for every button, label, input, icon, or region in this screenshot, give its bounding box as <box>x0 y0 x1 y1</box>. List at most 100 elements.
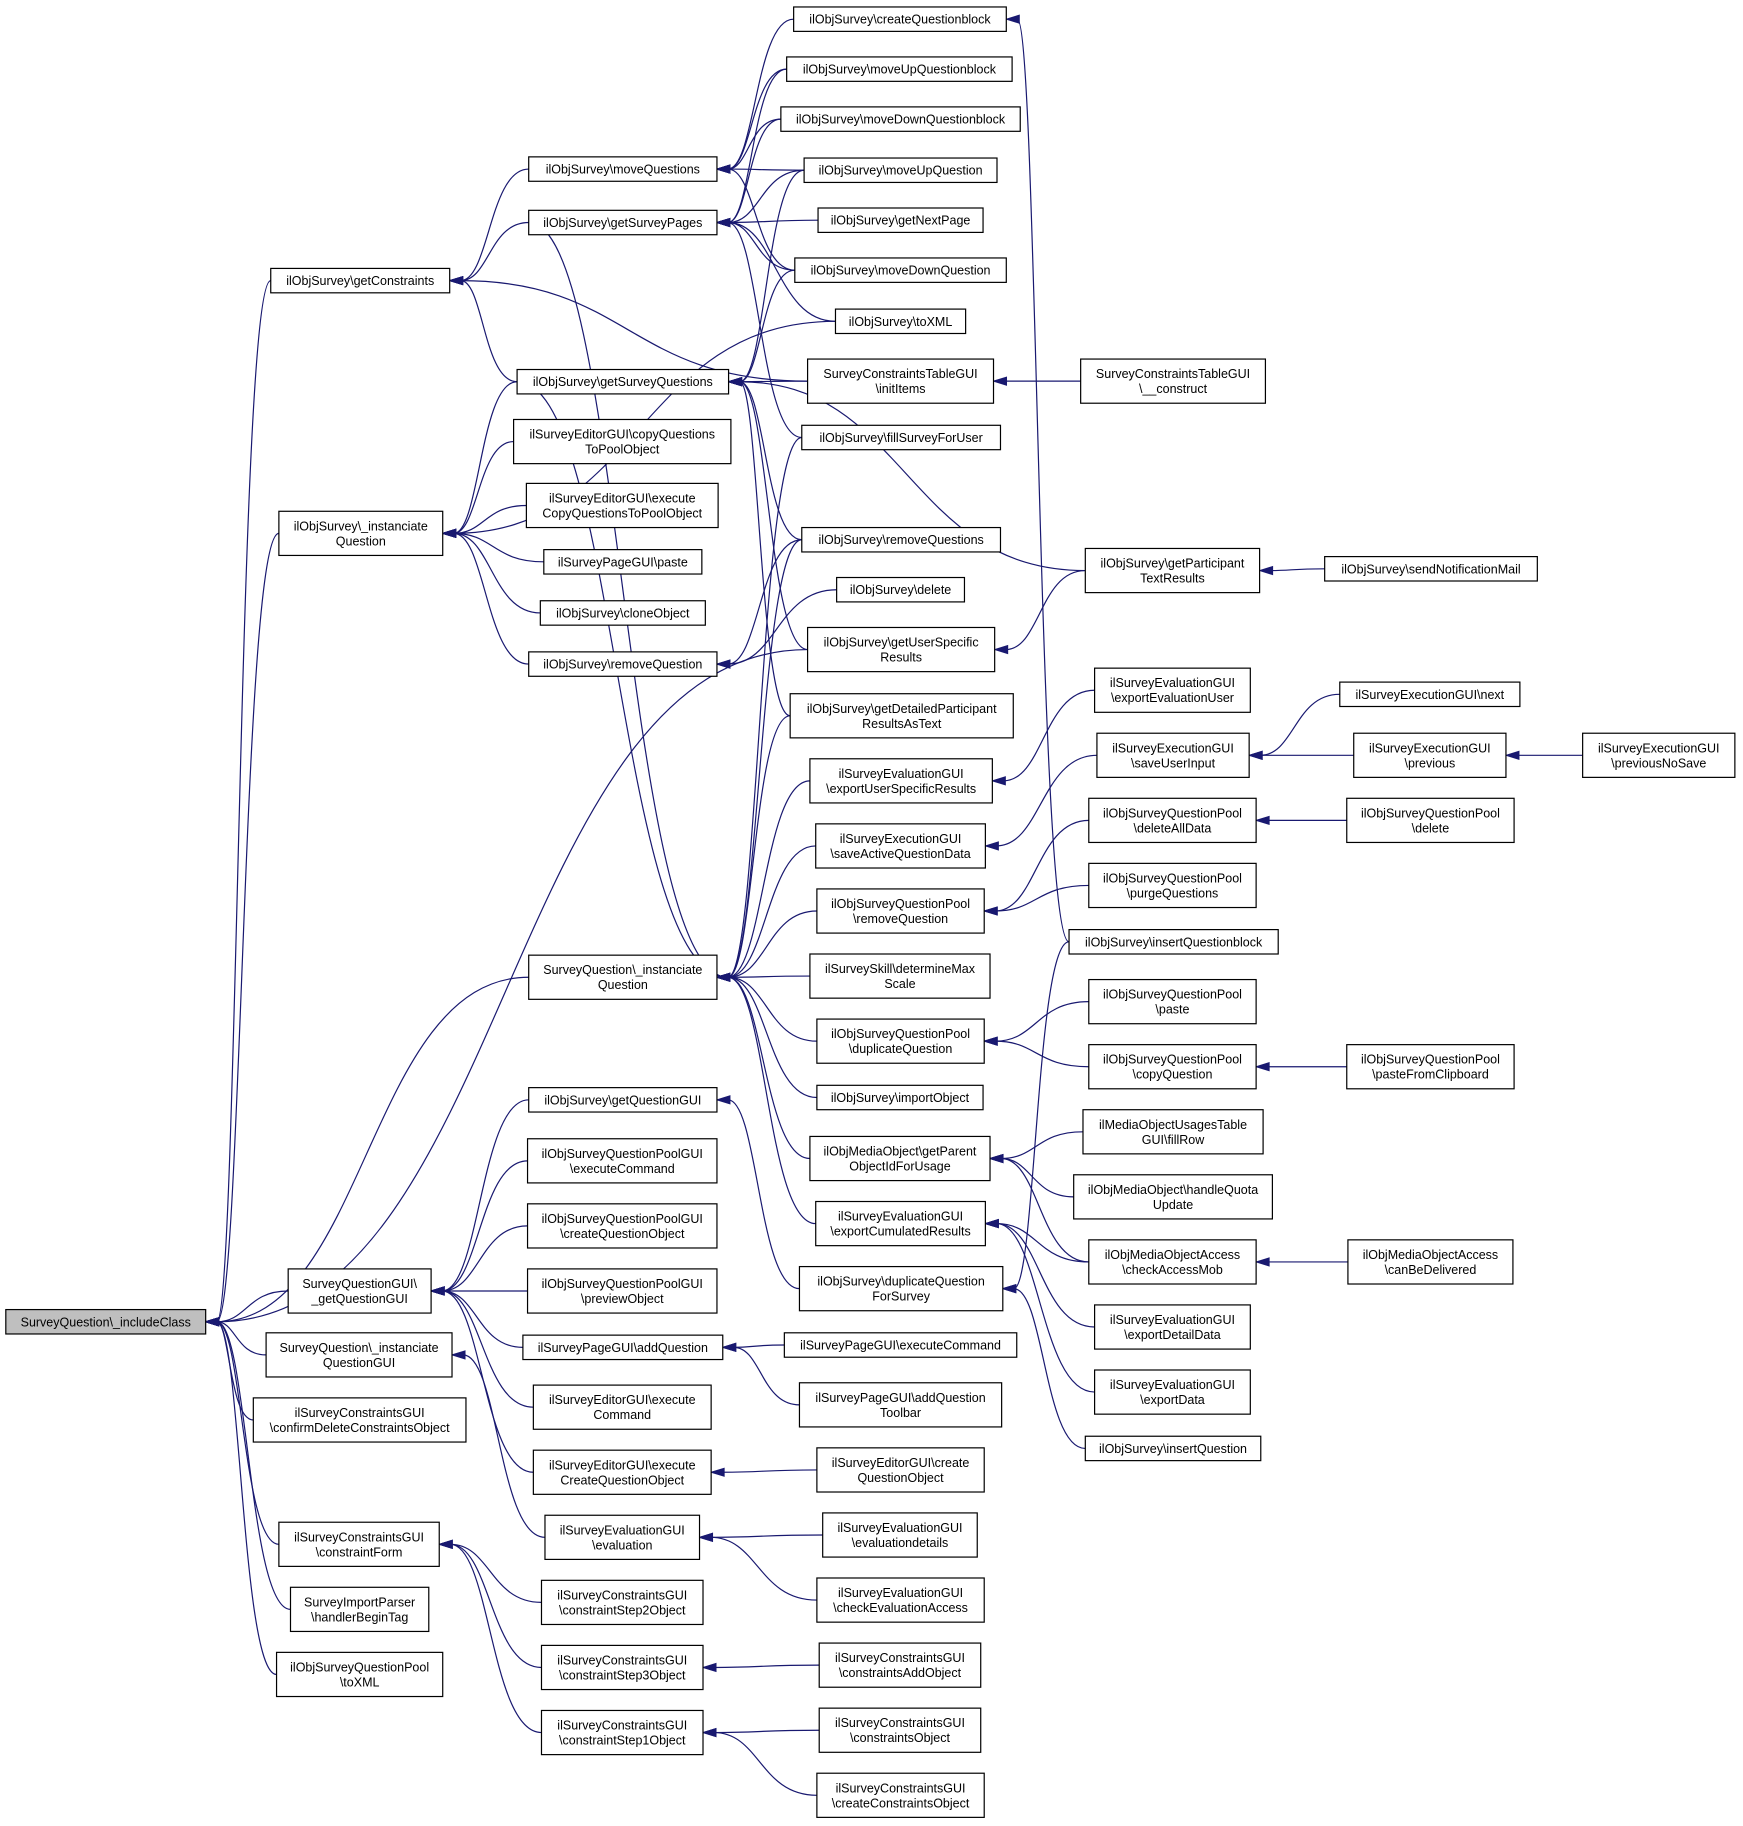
node-mediaAccess[interactable]: ilObjMediaObjectAccess\checkAccessMob <box>1088 1239 1257 1285</box>
node-label: ilObjSurvey\_instanciate <box>294 519 428 533</box>
node-step2[interactable]: ilSurveyConstraintsGUI\constraintStep2Ob… <box>540 1579 704 1626</box>
node-n0[interactable]: SurveyQuestion\_includeClass <box>5 1308 207 1335</box>
node-evalExportUser[interactable]: ilSurveyEvaluationGUI\exportEvaluationUs… <box>1094 667 1251 713</box>
node-execPrev[interactable]: ilSurveyExecutionGUI\previous <box>1353 732 1507 778</box>
node-poolDeleteAll[interactable]: ilObjSurveyQuestionPool\deleteAllData <box>1088 797 1257 844</box>
node-pagePaste[interactable]: ilSurveyPageGUI\paste <box>543 549 703 575</box>
node-osDelete[interactable]: ilObjSurvey\delete <box>836 576 966 603</box>
node-label: ilSurveyEvaluationGUI <box>839 767 964 781</box>
node-insertQuestion[interactable]: ilObjSurvey\insertQuestion <box>1084 1435 1262 1462</box>
edge-getSurveyPages-to-SQinstQ <box>528 221 728 978</box>
node-poolDupQ[interactable]: ilObjSurveyQuestionPool\duplicateQuestio… <box>816 1018 985 1064</box>
node-poolPaste[interactable]: ilObjSurveyQuestionPool\paste <box>1088 978 1257 1025</box>
node-poolGUIpreview[interactable]: ilObjSurveyQuestionPoolGUI\previewObject <box>526 1268 718 1314</box>
node-evalCheckAccess[interactable]: ilSurveyEvaluationGUI\checkEvaluationAcc… <box>816 1577 985 1623</box>
node-box <box>1094 667 1251 713</box>
node-getSurveyQuestions[interactable]: ilObjSurvey\getSurveyQuestions <box>516 368 730 395</box>
node-editorExecCreate[interactable]: ilSurveyEditorGUI\executeCreateQuestionO… <box>532 1449 712 1495</box>
node-constObj[interactable]: ilSurveyConstraintsGUI\constraintsObject <box>818 1707 982 1753</box>
node-evalExportDetail[interactable]: ilSurveyEvaluationGUI\exportDetailData <box>1094 1304 1251 1350</box>
node-importObject[interactable]: ilObjSurvey\importObject <box>816 1084 984 1111</box>
node-poolRemoveQ[interactable]: ilObjSurveyQuestionPool\removeQuestion <box>816 888 985 934</box>
node-getNextPage[interactable]: ilObjSurvey\getNextPage <box>817 207 984 234</box>
node-constraintForm[interactable]: ilSurveyConstraintsGUI\constraintForm <box>278 1521 440 1567</box>
node-moveQuestions[interactable]: ilObjSurvey\moveQuestions <box>528 156 718 182</box>
node-createQB[interactable]: ilObjSurvey\createQuestionblock <box>793 6 1007 32</box>
node-evalExportData[interactable]: ilSurveyEvaluationGUI\exportData <box>1094 1369 1251 1415</box>
edge-editorCreateQ-to-editorExecCreate <box>722 1469 817 1473</box>
node-copyQToPool[interactable]: ilSurveyEditorGUI\copyQuestionsToPoolObj… <box>513 418 732 465</box>
edge-pageAddQ-to-SQGUIget <box>442 1290 523 1348</box>
node-getDetailed[interactable]: ilObjSurvey\getDetailedParticipantResult… <box>789 693 1014 739</box>
node-ctConstruct[interactable]: SurveyConstraintsTableGUI\__construct <box>1080 358 1267 404</box>
node-moveUpQB[interactable]: ilObjSurvey\moveUpQuestionblock <box>786 56 1013 82</box>
node-label: \saveActiveQuestionData <box>830 847 970 861</box>
node-getQuestionGUI[interactable]: ilObjSurvey\getQuestionGUI <box>528 1087 718 1113</box>
node-execPrevNoSave[interactable]: ilSurveyExecutionGUI\previousNoSave <box>1582 732 1736 778</box>
node-poolCopyQ[interactable]: ilObjSurveyQuestionPool\copyQuestion <box>1088 1044 1257 1090</box>
node-sendNotif[interactable]: ilObjSurvey\sendNotificationMail <box>1324 555 1538 582</box>
node-execCopyQ[interactable]: ilSurveyEditorGUI\executeCopyQuestionsTo… <box>525 482 719 529</box>
node-mediaCanDeliver[interactable]: ilObjMediaObjectAccess\canBeDelivered <box>1347 1239 1514 1285</box>
node-importParser[interactable]: SurveyImportParser\handlerBeginTag <box>289 1586 430 1633</box>
edge-copyQToPool-to-instQ <box>453 440 514 534</box>
node-poolPurge[interactable]: ilObjSurveyQuestionPool\purgeQuestions <box>1088 862 1257 909</box>
node-ctInitItems[interactable]: SurveyConstraintsTableGUI\initItems <box>806 358 995 404</box>
node-evalDetails[interactable]: ilSurveyEvaluationGUI\evaluationdetails <box>822 1512 978 1558</box>
node-poolGUIexec[interactable]: ilObjSurveyQuestionPoolGUI\executeComman… <box>526 1138 718 1184</box>
node-step1[interactable]: ilSurveyConstraintsGUI\constraintStep1Ob… <box>540 1709 704 1756</box>
node-moveUpQ[interactable]: ilObjSurvey\moveUpQuestion <box>803 157 998 184</box>
node-editorExec[interactable]: ilSurveyEditorGUI\executeCommand <box>532 1384 712 1430</box>
node-editorCreateQ[interactable]: ilSurveyEditorGUI\createQuestionObject <box>816 1447 985 1493</box>
node-SQGUIget[interactable]: SurveyQuestionGUI\_getQuestionGUI <box>287 1268 432 1314</box>
node-insertQB[interactable]: ilObjSurvey\insertQuestionblock <box>1068 928 1279 955</box>
node-box <box>1080 358 1267 404</box>
node-evalExportUS[interactable]: ilSurveyEvaluationGUI\exportUserSpecific… <box>809 758 993 804</box>
arrowhead-evalCheckAccess-to-evalGUI <box>697 1532 714 1543</box>
node-toXML[interactable]: ilObjSurvey\toXML <box>834 308 967 335</box>
node-box <box>526 1138 718 1184</box>
node-execSaveActive[interactable]: ilSurveyExecutionGUI\saveActiveQuestionD… <box>815 823 986 869</box>
node-box <box>287 1268 432 1314</box>
node-label: \duplicateQuestion <box>849 1042 953 1056</box>
node-moveDownQ[interactable]: ilObjSurvey\moveDownQuestion <box>794 257 1007 283</box>
node-step3[interactable]: ilSurveyConstraintsGUI\constraintStep3Ob… <box>540 1644 704 1691</box>
node-poolToXML[interactable]: ilObjSurveyQuestionPool\toXML <box>275 1651 444 1698</box>
node-removeQuestions[interactable]: ilObjSurvey\removeQuestions <box>801 526 1002 553</box>
node-label: ilObjSurveyQuestionPoolGUI <box>542 1212 703 1226</box>
node-pageExec[interactable]: ilSurveyPageGUI\executeCommand <box>783 1332 1018 1358</box>
node-evalCumul[interactable]: ilSurveyEvaluationGUI\exportCumulatedRes… <box>815 1200 986 1247</box>
node-box <box>801 424 1002 451</box>
node-poolDelete[interactable]: ilObjSurveyQuestionPool\delete <box>1346 797 1515 844</box>
node-execNext[interactable]: ilSurveyExecutionGUI\next <box>1339 681 1521 708</box>
node-createConstObj[interactable]: ilSurveyConstraintsGUI\createConstraints… <box>816 1772 985 1818</box>
node-moveDownQB[interactable]: ilObjSurvey\moveDownQuestionblock <box>780 106 1021 132</box>
node-constAddObj[interactable]: ilSurveyConstraintsGUI\constraintsAddObj… <box>818 1642 982 1688</box>
node-cloneObject[interactable]: ilObjSurvey\cloneObject <box>539 600 706 626</box>
node-label: ilObjSurveyQuestionPoolGUI <box>542 1147 703 1161</box>
node-pageAddQ[interactable]: ilSurveyPageGUI\addQuestion <box>522 1334 724 1361</box>
node-poolPasteClip[interactable]: ilObjSurveyQuestionPool\pasteFromClipboa… <box>1346 1044 1515 1090</box>
node-mediaParent[interactable]: ilObjMediaObject\getParentObjectIdForUsa… <box>809 1135 991 1182</box>
node-box <box>528 156 718 182</box>
node-fillSurvey[interactable]: ilObjSurvey\fillSurveyForUser <box>801 424 1002 451</box>
arrowhead-insertQB-to-createQB <box>1004 14 1020 24</box>
node-poolGUIcreate[interactable]: ilObjSurveyQuestionPoolGUI\createQuestio… <box>526 1203 718 1249</box>
node-execSaveUser[interactable]: ilSurveyExecutionGUI\saveUserInput <box>1096 732 1250 778</box>
node-getConstraints[interactable]: ilObjSurvey\getConstraints <box>270 267 451 294</box>
node-confDelConst[interactable]: ilSurveyConstraintsGUI\confirmDeleteCons… <box>252 1397 467 1443</box>
node-evalGUI[interactable]: ilSurveyEvaluationGUI\evaluation <box>544 1514 701 1561</box>
node-removeQuestion[interactable]: ilObjSurvey\removeQuestion <box>528 651 718 677</box>
node-getSurveyPages[interactable]: ilObjSurvey\getSurveyPages <box>528 209 718 236</box>
edge-editorExec-to-SQGUIget <box>442 1290 534 1408</box>
